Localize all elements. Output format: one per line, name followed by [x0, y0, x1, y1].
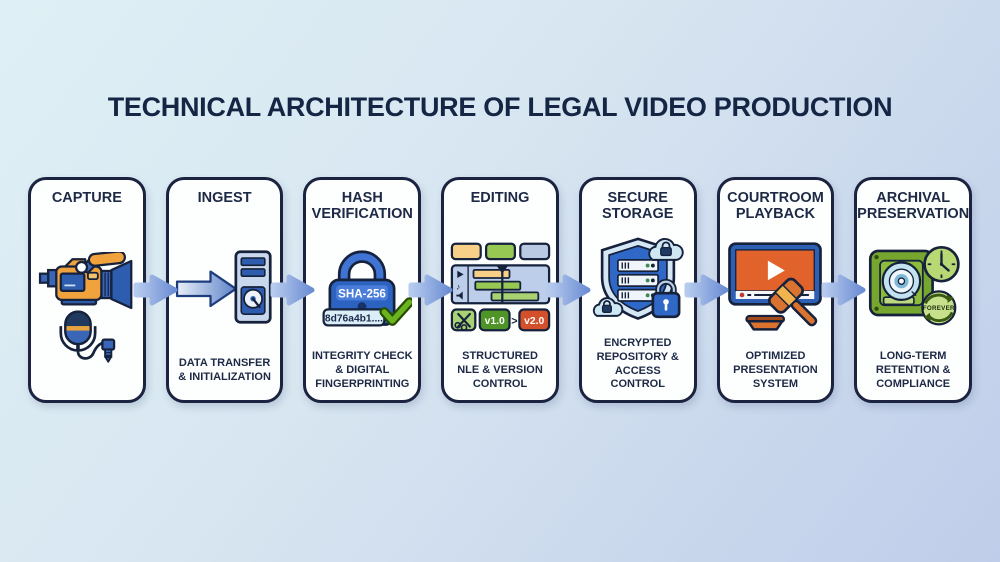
stage-subtitle-ingest: DATA TRANSFER & INITIALIZATION — [178, 357, 271, 383]
storage-icon-area — [587, 223, 689, 337]
video-camera-icon — [38, 251, 133, 363]
arrow-right-icon — [546, 274, 591, 306]
hash-lock-icon: SHA-256 8d76a4b1.... — [322, 249, 413, 327]
stage-subtitle-storage: ENCRYPTED REPOSITORY & ACCESS CONTROL — [596, 337, 679, 391]
padlock-icon — [651, 278, 681, 319]
music-note-glyph: ♪ — [455, 281, 459, 291]
stage-subtitle-archival: LONG-TERM RETENTION & COMPLIANCE — [875, 350, 951, 390]
secure-shield-icon — [592, 237, 684, 320]
flow-arrow-3 — [408, 177, 453, 403]
arrow-right-icon — [133, 274, 178, 306]
playback-monitor-icon — [728, 242, 823, 331]
play-button-icon — [768, 260, 786, 281]
version-1-label: v1.0 — [484, 315, 504, 326]
stage-subtitle-hash: INTEGRITY CHECK & DIGITAL FINGERPRINTING — [311, 350, 413, 390]
stage-title-capture: CAPTURE — [51, 190, 122, 206]
stage-title-hash: HASH VERIFICATION — [311, 190, 413, 223]
pipeline-flow: CAPTURE — [28, 177, 973, 403]
gavel-icon — [745, 277, 818, 331]
sha-algorithm-label: SHA-256 — [338, 287, 386, 300]
stage-card-ingest: INGEST DATA TRANSFER & INITIALIZATION — [165, 177, 284, 403]
stage-title-ingest: INGEST — [197, 190, 252, 206]
arrow-right-icon — [408, 274, 453, 306]
clock-icon — [923, 246, 960, 283]
archival-icon-area: FOREVER — [862, 223, 964, 350]
arrow-right-icon — [821, 274, 866, 306]
optical-disc-icon — [881, 261, 922, 301]
stage-card-hash-verification: HASH VERIFICATION SHA-256 8d76a4b1.... I… — [303, 177, 422, 403]
flow-arrow-6 — [821, 177, 866, 403]
stage-subtitle-playback: OPTIMIZED PRESENTATION SYSTEM — [733, 350, 818, 390]
stage-title-archival: ARCHIVAL PRESERVATION — [857, 190, 970, 223]
stage-title-playback: COURTROOM PLAYBACK — [727, 190, 824, 223]
cloud-lock-top-icon — [647, 238, 684, 261]
capture-icon-area — [36, 223, 138, 392]
version-2-badge — [517, 307, 550, 331]
stage-card-editing: EDITING ♪ — [441, 177, 559, 403]
flow-arrow-1 — [133, 177, 178, 403]
version-1-badge — [478, 307, 511, 331]
hash-value-label: 8d76a4b1.... — [325, 313, 383, 324]
editing-icon-area: ♪ v1.0 > v2.0 — [449, 223, 551, 350]
version-separator: > — [511, 315, 517, 327]
page-title: TECHNICAL ARCHITECTURE OF LEGAL VIDEO PR… — [107, 92, 893, 122]
stage-card-capture: CAPTURE — [28, 177, 146, 403]
hash-icon-area: SHA-256 8d76a4b1.... — [311, 223, 413, 350]
flow-arrow-2 — [270, 177, 315, 403]
editing-timeline-icon: ♪ v1.0 > v2.0 — [450, 242, 550, 331]
forever-badge-label: FOREVER — [923, 305, 955, 312]
forever-loop-icon: FOREVER — [921, 290, 957, 326]
stage-card-courtroom-playback: COURTROOM PLAYBACK — [716, 177, 835, 403]
stage-card-archival-preservation: ARCHIVAL PRESERVATION — [854, 177, 973, 403]
version-2-label: v2.0 — [524, 315, 544, 326]
archival-drive-icon: FOREVER — [869, 246, 960, 326]
stage-subtitle-editing: STRUCTURED NLE & VERSION CONTROL — [457, 350, 543, 390]
stage-title-storage: SECURE STORAGE — [602, 190, 674, 223]
data-transfer-icon — [175, 249, 272, 324]
arrow-right-icon — [684, 274, 729, 306]
playback-icon-area — [725, 223, 827, 350]
ingest-icon-area — [174, 223, 276, 350]
stage-title-editing: EDITING — [470, 190, 530, 206]
flow-arrow-5 — [684, 177, 729, 403]
stage-card-secure-storage: SECURE STORAGE — [578, 177, 697, 403]
cloud-lock-bottom-icon — [592, 297, 623, 317]
flow-arrow-4 — [546, 177, 591, 403]
arrow-right-icon — [270, 274, 315, 306]
